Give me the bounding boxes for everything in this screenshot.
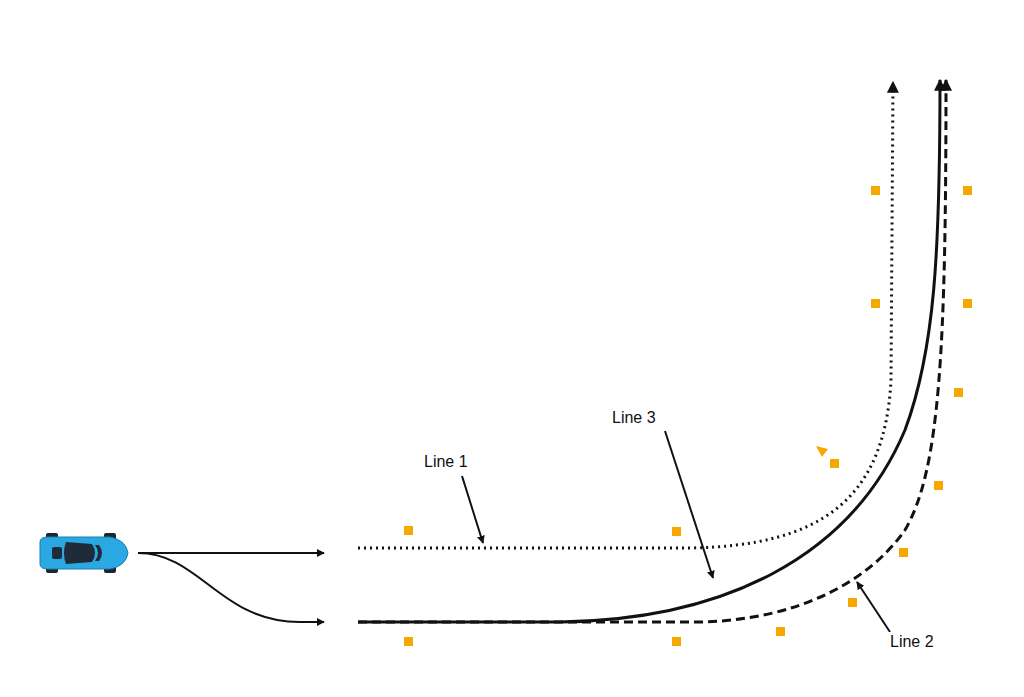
car-windshield [95,545,102,561]
line-label: Line 2 [888,632,936,652]
leader-line [665,431,713,578]
approach-arrow [138,552,324,554]
cone [848,598,857,607]
cone [830,459,839,468]
cone [954,388,963,397]
cone [871,299,880,308]
leader-line [857,582,890,632]
cone [963,186,972,195]
racing-line-dotted [358,82,893,548]
cone [934,481,943,490]
knocked-cone [816,446,828,457]
racing-line-dashed [358,80,946,622]
cone [776,627,785,636]
car-icon [40,533,128,573]
car-cabin [64,542,95,564]
approach-arrow [138,553,324,622]
cone [899,548,908,557]
car-engine-cover [52,547,62,559]
cone [404,637,413,646]
cone [672,637,681,646]
leader-line [462,476,483,543]
car-body [40,537,128,569]
cone [404,526,413,535]
cones [404,186,972,646]
cone [871,186,880,195]
racing-line-solid [358,80,940,622]
cone [963,299,972,308]
line-label: Line 3 [610,408,658,428]
cone [672,527,681,536]
line-label: Line 1 [422,452,470,472]
